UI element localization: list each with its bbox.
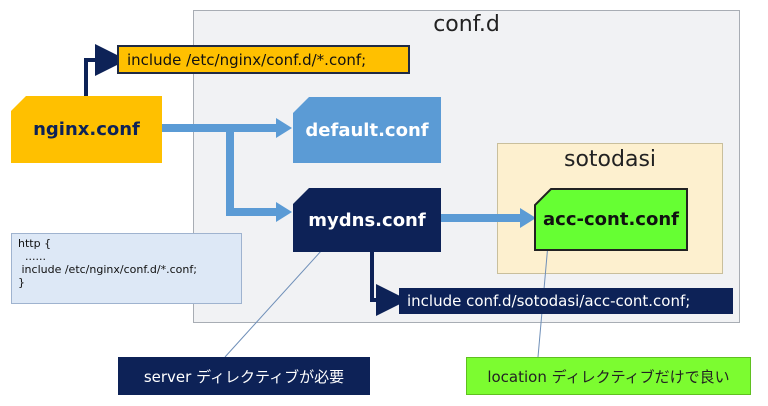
connector-branch-vertical xyxy=(226,128,234,216)
http-line: include /etc/nginx/conf.d/*.conf; xyxy=(18,263,197,276)
file-shape-nginx xyxy=(11,96,162,163)
server-directive-note: server ディレクティブが必要 xyxy=(118,357,370,395)
http-line: ...... xyxy=(18,250,46,263)
file-nginx-label: nginx.conf xyxy=(33,119,140,140)
file-shape-default xyxy=(293,97,441,163)
conf-d-title: conf.d xyxy=(433,12,500,37)
include-sotodasi-callout: include conf.d/sotodasi/acc-cont.conf; xyxy=(399,288,733,314)
file-acc-label: acc-cont.conf xyxy=(543,209,679,230)
connector-mydns-acc-shaft xyxy=(440,214,522,222)
file-mydns-label: mydns.conf xyxy=(308,209,426,231)
sotodasi-title: sotodasi xyxy=(563,147,657,172)
connector-nginx-default-shaft xyxy=(162,124,277,132)
connector-nginx-include xyxy=(84,44,127,100)
file-shape-mydns xyxy=(293,188,441,252)
http-block: http { ...... include /etc/nginx/conf.d/… xyxy=(11,233,242,304)
pointer-server-note xyxy=(224,249,323,358)
connector-mydns-include xyxy=(370,250,408,316)
connector-mydns-acc-head xyxy=(520,208,536,228)
location-directive-note: location ディレクティブだけで良い xyxy=(466,357,751,395)
include-top-callout: include /etc/nginx/conf.d/*.conf; xyxy=(117,45,410,74)
file-shape-acc xyxy=(534,188,688,251)
connector-branch-horizontal xyxy=(226,208,276,216)
connector-branch-head xyxy=(276,202,292,222)
connector-nginx-default-head xyxy=(276,118,292,138)
file-default-label: default.conf xyxy=(305,119,429,141)
http-line: http { xyxy=(18,237,52,250)
http-line: } xyxy=(18,276,25,289)
